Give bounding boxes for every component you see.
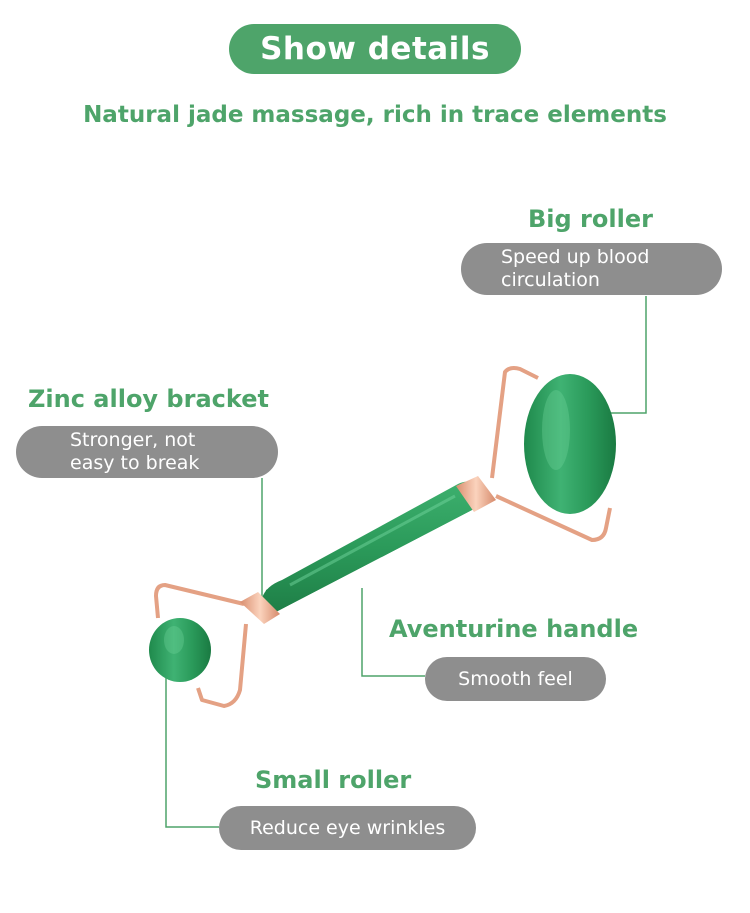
feature-desc-handle: Smooth feel <box>425 657 606 701</box>
big-roller-frame <box>490 366 612 542</box>
feature-desc-zinc-bracket: Stronger, not easy to break <box>16 426 278 478</box>
subtitle: Natural jade massage, rich in trace elem… <box>83 102 667 128</box>
section-title: Show details <box>260 31 490 67</box>
feature-title-small-roller: Small roller <box>255 766 412 794</box>
feature-title-zinc-bracket: Zinc alloy bracket <box>28 385 269 413</box>
aventurine-handle <box>262 481 479 614</box>
section-title-pill: Show details <box>229 24 521 74</box>
feature-desc-big-roller: Speed up blood circulation <box>461 243 722 295</box>
feature-desc-small-roller: Reduce eye wrinkles <box>219 806 476 850</box>
big-roller-stone <box>524 374 616 514</box>
bracket-ferrules <box>240 476 496 624</box>
feature-title-big-roller: Big roller <box>528 205 653 233</box>
small-roller-stone <box>149 618 211 682</box>
feature-title-handle: Aventurine handle <box>389 615 639 643</box>
small-roller-frame <box>154 583 248 708</box>
